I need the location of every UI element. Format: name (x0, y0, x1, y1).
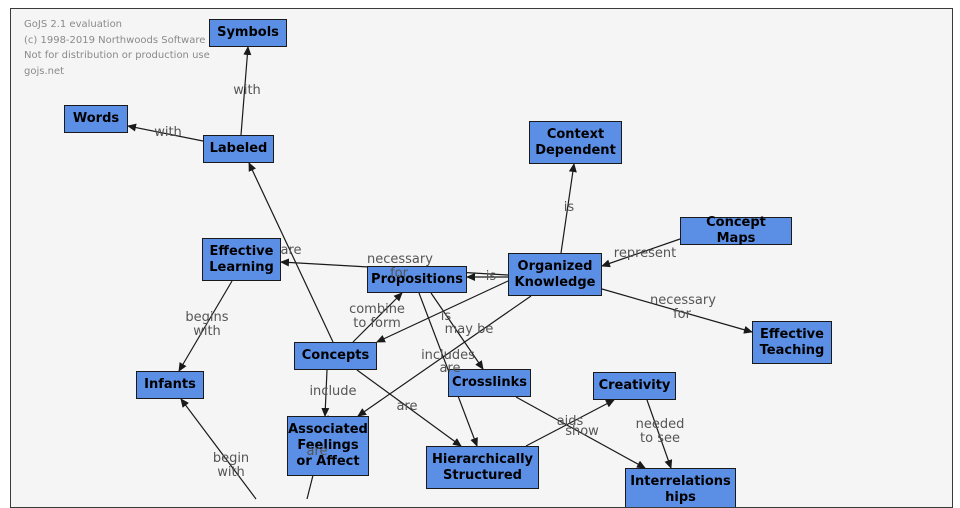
watermark-line: (c) 1998-2019 Northwoods Software (24, 34, 206, 46)
link-concepts-hier[interactable] (356, 369, 462, 447)
node-labeled[interactable]: Labeled (203, 135, 274, 163)
link-label-labeled-symbols: with (233, 83, 261, 98)
link-label-labeled-words: with (154, 125, 182, 140)
link-creativity-inter[interactable] (646, 399, 673, 469)
link-label-concepts-hier: are (396, 399, 418, 414)
link-propositions-crosslinks[interactable] (430, 292, 484, 370)
node-associated-feelings[interactable]: Associated Feelings or Affect (287, 416, 369, 476)
node-creativity[interactable]: Creativity (593, 372, 676, 400)
link-label-propositions-crosslinks: may be (444, 322, 494, 337)
link-learning-infants[interactable] (178, 280, 233, 372)
link-label-ok-propositions: is (485, 269, 497, 284)
node-effective-learning[interactable]: Effective Learning (202, 238, 281, 281)
link-label-infants-bottom: begin with (212, 451, 250, 480)
link-label-maps-ok: represent (613, 246, 677, 261)
link-label-propositions-learning: necessary for (367, 252, 433, 281)
link-bottom-infants[interactable] (180, 398, 257, 500)
link-label-concepts-learning: are (280, 243, 302, 258)
link-crosslinks-inter[interactable] (515, 396, 646, 469)
link-label-ok-feelings: are (439, 361, 461, 376)
node-symbols[interactable]: Symbols (209, 19, 287, 47)
node-crosslinks[interactable]: Crosslinks (448, 369, 531, 397)
link-maps-ok[interactable] (601, 238, 681, 268)
evaluation-watermark: GoJS 2.1 evaluation (c) 1998-2019 Northw… (24, 17, 210, 79)
link-label-creativity-inter: needed to see (635, 417, 685, 446)
link-ok-context[interactable] (560, 163, 577, 254)
link-label-concepts-propositions: combine to form (349, 302, 405, 331)
diagram-links (127, 46, 753, 500)
node-concepts[interactable]: Concepts (294, 342, 377, 370)
link-label-concepts-feelings: include (309, 384, 357, 399)
node-concept-maps[interactable]: Concept Maps (680, 215, 792, 246)
link-ok-concepts[interactable] (376, 280, 509, 343)
link-label-ok-context: is (563, 200, 575, 215)
node-infants[interactable]: Infants (136, 371, 204, 399)
link-ok-feelings[interactable] (357, 295, 532, 417)
node-hierarchically-structured[interactable]: Hierarchically Structured (426, 446, 539, 489)
link-concepts-propositions[interactable] (352, 292, 403, 343)
link-ok-teaching[interactable] (601, 288, 753, 334)
link-labeled-words[interactable] (127, 123, 204, 142)
node-organized-knowledge[interactable]: Organized Knowledge (508, 253, 602, 296)
link-label-crosslinks-inter: show (565, 424, 599, 439)
link-label-learning-infants: begins with (185, 310, 229, 339)
node-words[interactable]: Words (64, 105, 128, 133)
node-effective-teaching[interactable]: Effective Teaching (752, 321, 832, 364)
link-label-feelings-concepts: are (306, 444, 328, 459)
watermark-line: gojs.net (24, 65, 65, 77)
node-context-dependent[interactable]: Context Dependent (529, 121, 622, 164)
link-label-propositions-hier: is (440, 309, 452, 324)
node-interrelationships[interactable]: Interrelations hips (625, 468, 736, 507)
link-label-ok-concepts: includes (421, 348, 475, 363)
link-labeled-symbols[interactable] (240, 46, 252, 136)
link-hier-creativity[interactable] (525, 399, 615, 447)
link-label-hier-creativity: aids (556, 414, 584, 429)
diagram-canvas[interactable]: GoJS 2.1 evaluation (c) 1998-2019 Northw… (10, 8, 953, 508)
node-propositions[interactable]: Propositions (367, 266, 467, 293)
watermark-line: GoJS 2.1 evaluation (24, 19, 123, 30)
link-label-ok-teaching: necessary for (650, 293, 716, 322)
watermark-line: Not for distribution or production use (24, 50, 210, 61)
link-concepts-feelings[interactable] (321, 369, 330, 417)
link-concepts-labeled[interactable] (248, 162, 334, 343)
